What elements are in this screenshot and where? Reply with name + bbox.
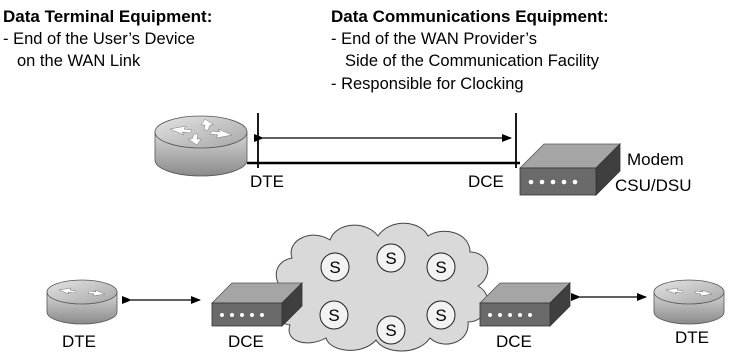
router-icon: [46, 279, 118, 325]
switch-node: [319, 300, 349, 330]
switch-group: [319, 243, 456, 345]
dce-desc-line2: Side of the Communication Facility: [345, 52, 600, 70]
router-icon: [653, 279, 725, 325]
switch-label: S: [435, 306, 447, 325]
dte-desc-line2: on the WAN Link: [17, 52, 141, 70]
bottom-left-dte-label: DTE: [62, 332, 96, 351]
dce-heading: Data Communications Equipment:: [331, 7, 609, 26]
top-dte-label: DTE: [250, 172, 284, 191]
switch-node: [376, 315, 406, 345]
modem-label: Modem: [627, 150, 684, 169]
router-icon: [154, 115, 248, 177]
dce-desc-line1: - End of the WAN Provider’s: [331, 30, 538, 48]
dte-desc-line1: - End of the User’s Device: [3, 30, 195, 48]
switch-label: S: [385, 321, 397, 340]
dce-device-icon: [479, 282, 571, 327]
switch-label: S: [328, 306, 340, 325]
csu-dsu-label: CSU/DSU: [615, 176, 692, 195]
dce-device-icon: [211, 282, 303, 327]
switch-node: [376, 243, 406, 273]
switch-label: S: [435, 258, 447, 277]
dte-heading: Data Terminal Equipment:: [3, 7, 213, 26]
bottom-left-dce-label: DCE: [228, 332, 264, 351]
modem-icon: [519, 143, 621, 196]
switch-node: [426, 252, 456, 282]
top-dce-label: DCE: [468, 172, 504, 191]
switch-node: [320, 252, 350, 282]
switch-node: [426, 300, 456, 330]
bottom-right-dte-label: DTE: [675, 328, 709, 347]
bottom-right-dce-label: DCE: [496, 332, 532, 351]
switch-label: S: [385, 249, 397, 268]
switch-label: S: [329, 258, 341, 277]
dce-desc-line3: - Responsible for Clocking: [331, 75, 524, 93]
